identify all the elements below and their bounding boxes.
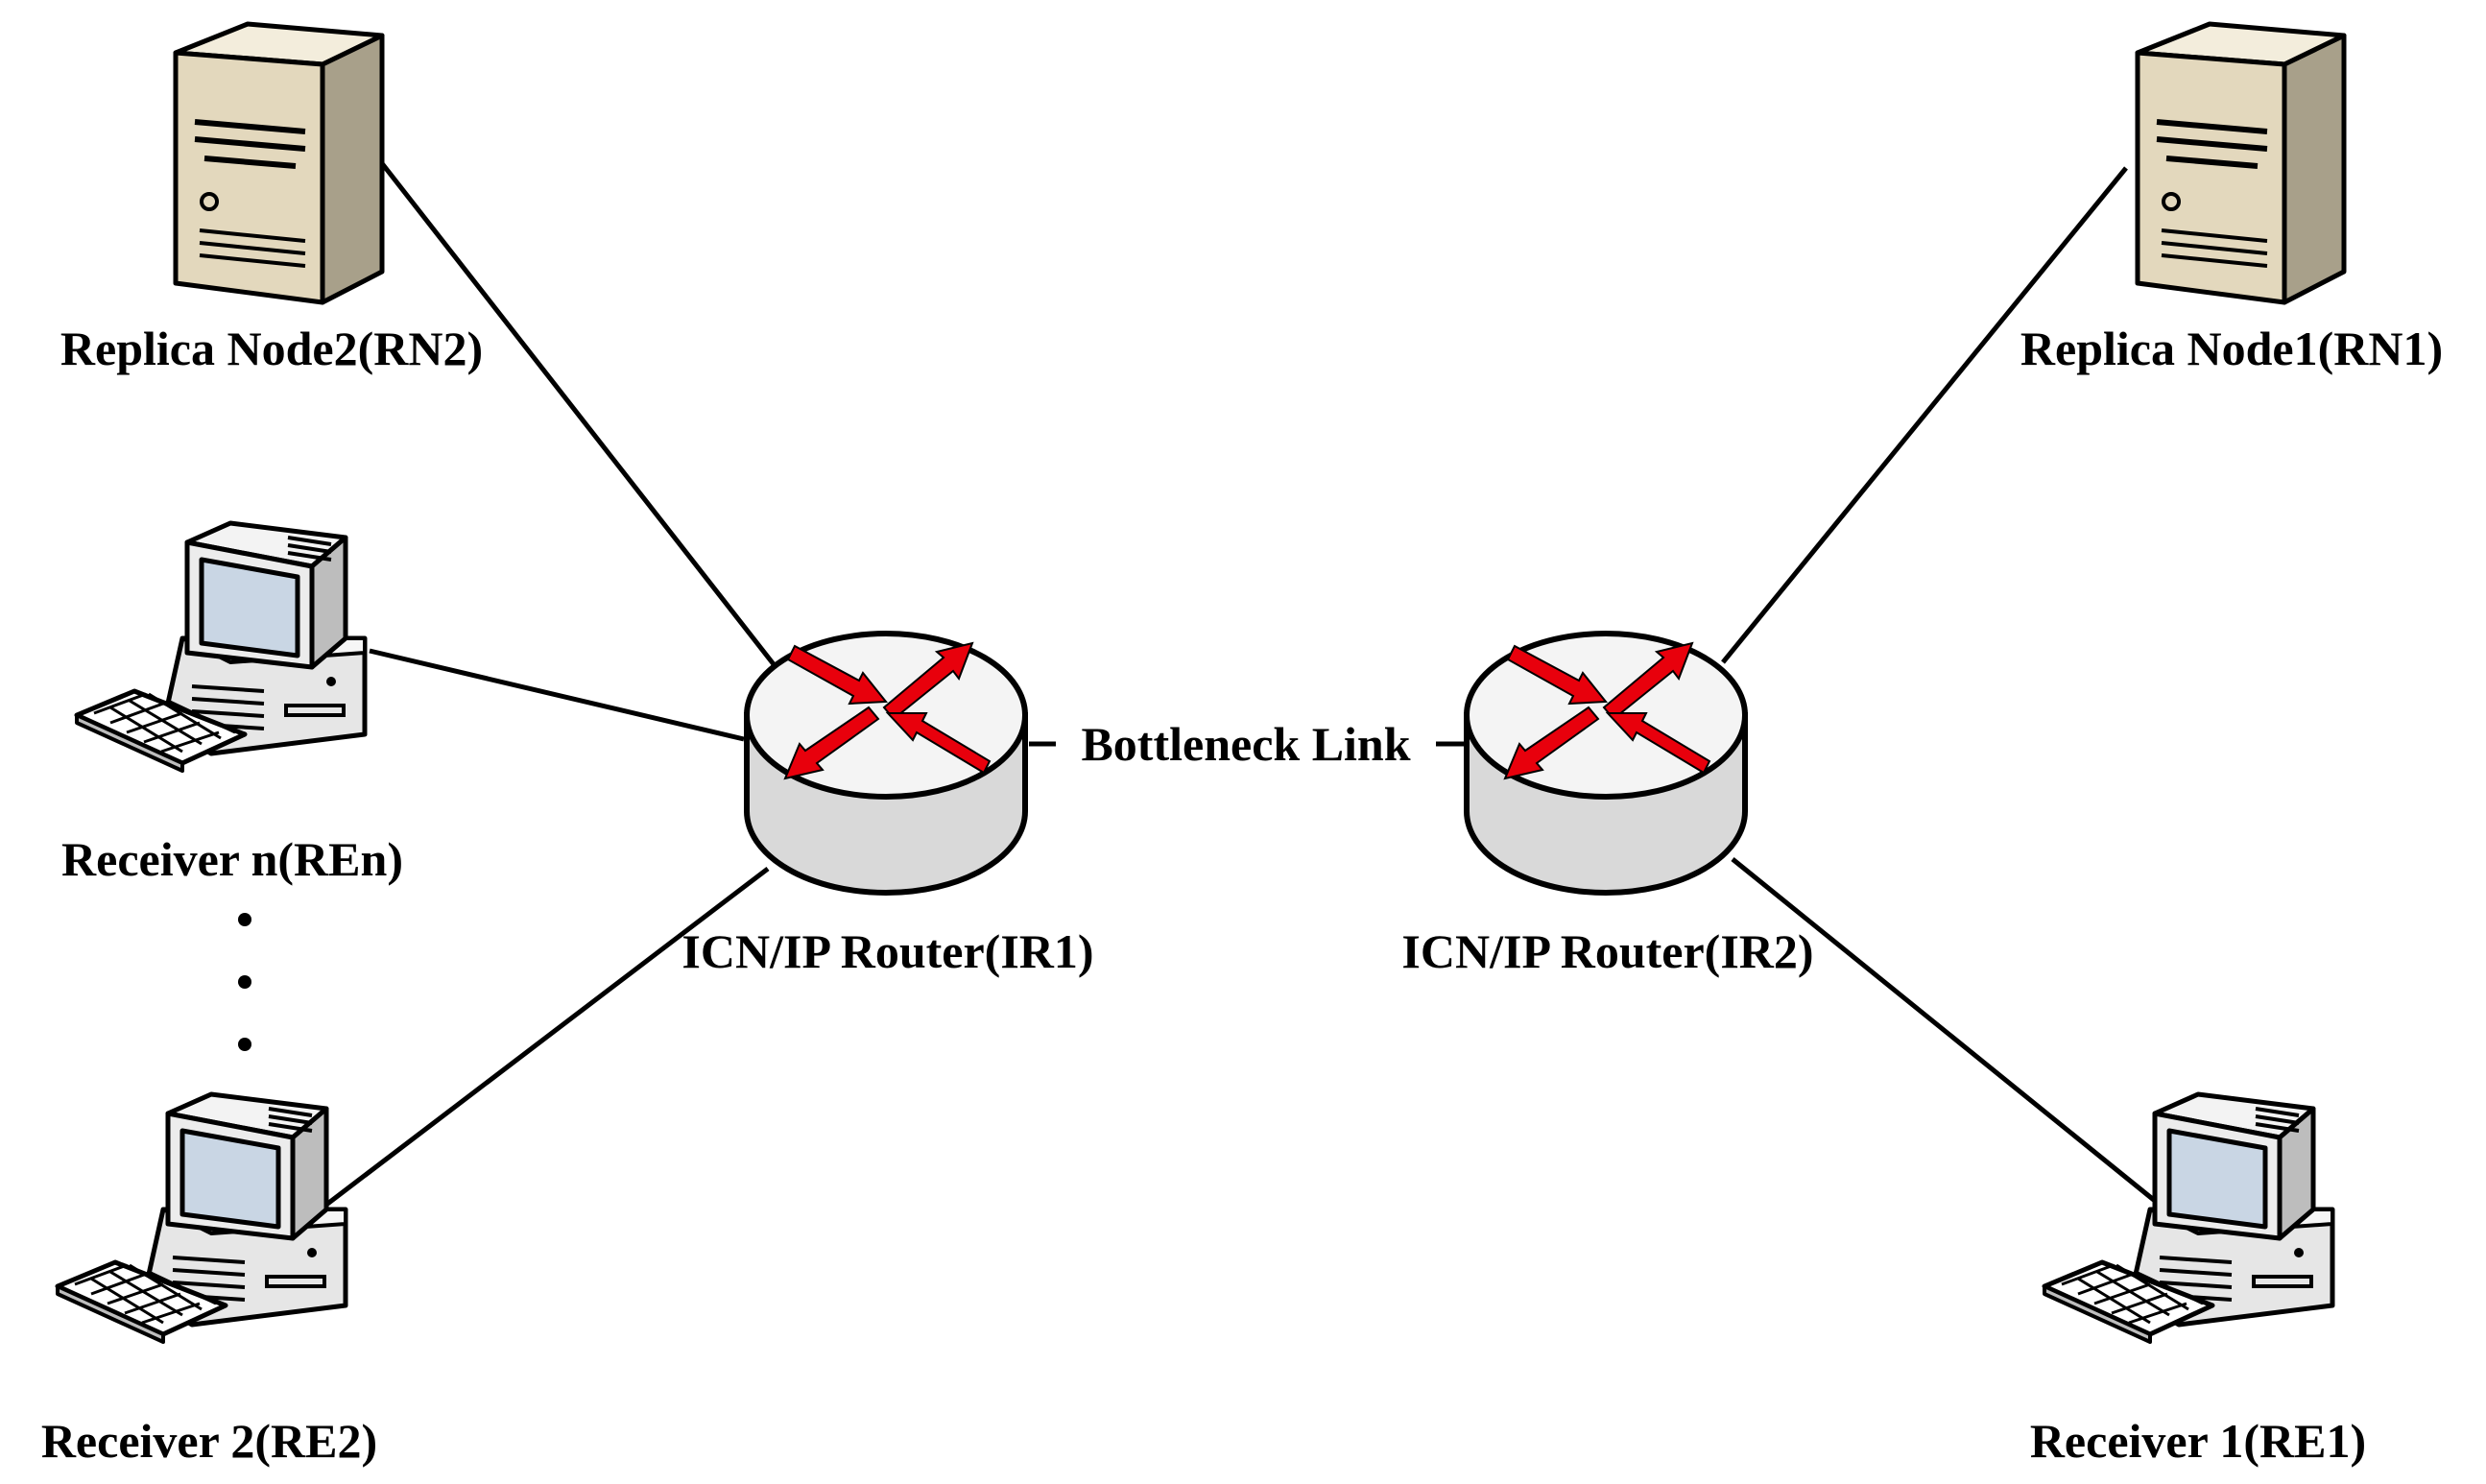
label-router-ir2: ICN/IP Router(IR2)	[1401, 924, 1813, 978]
label-receiver-2: Receiver 2(RE2)	[41, 1414, 377, 1468]
router-ir2	[1467, 634, 1745, 893]
receiver-1	[2044, 1094, 2332, 1342]
replica-node-1	[2138, 24, 2344, 302]
receiver-2	[58, 1094, 346, 1342]
label-bottleneck-link: Bottleneck Link	[1081, 717, 1410, 771]
link-re1-ir2	[1731, 857, 2162, 1207]
label-router-ir1: ICN/IP Router(IR1)	[681, 924, 1093, 978]
ellipsis-dot	[238, 1038, 251, 1051]
receiver-ellipsis	[238, 913, 251, 1051]
replica-node-2	[176, 24, 382, 302]
links	[324, 152, 2162, 1207]
label-receiver-n: Receiver n(REn)	[61, 832, 403, 886]
desktop-computer-icon	[58, 1094, 346, 1342]
router-ir1	[747, 634, 1025, 893]
server-icon	[2138, 24, 2344, 302]
receiver-n	[77, 523, 365, 771]
desktop-computer-icon	[77, 523, 365, 771]
link-rn2-ir1	[372, 152, 789, 683]
server-icon	[176, 24, 382, 302]
router-icon	[1467, 634, 1745, 893]
ellipsis-dot	[238, 913, 251, 926]
label-replica-node-1: Replica Node1(RN1)	[2020, 322, 2443, 375]
router-icon	[747, 634, 1025, 893]
label-receiver-1: Receiver 1(RE1)	[2030, 1414, 2366, 1468]
link-ren-ir1	[369, 648, 745, 742]
desktop-computer-icon	[2044, 1094, 2332, 1342]
label-replica-node-2: Replica Node2(RN2)	[60, 322, 483, 375]
link-rn1-ir2	[1721, 166, 2128, 664]
link-re2-ir1	[324, 867, 770, 1207]
ellipsis-dot	[238, 975, 251, 989]
